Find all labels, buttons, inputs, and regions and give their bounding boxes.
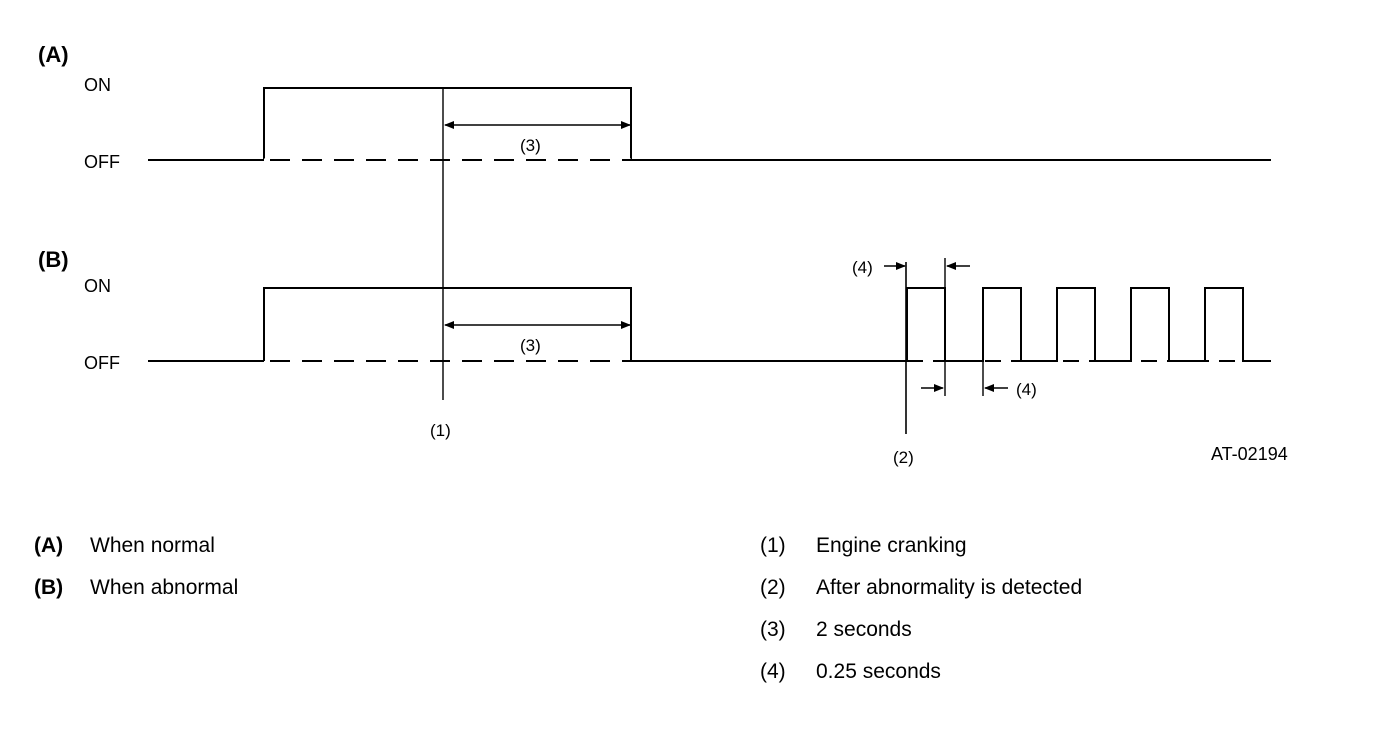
waveform-b-signal — [263, 287, 907, 362]
waveform-a-label: (A) — [38, 42, 69, 67]
waveform-a-off-label: OFF — [84, 152, 120, 172]
interval-3-label-b: (3) — [520, 336, 541, 355]
legend-key: (2) — [760, 576, 786, 599]
legend-text: When normal — [90, 534, 215, 557]
legend-item-2: (2) After abnormality is detected — [760, 576, 1082, 600]
interval-3-label-a: (3) — [520, 136, 541, 155]
waveform-a — [148, 87, 1271, 162]
waveform-b-pulse-train — [906, 287, 1271, 362]
waveform-b-on-label: ON — [84, 276, 111, 296]
marker-2-label: (2) — [893, 448, 914, 467]
interval-4-bottom-label: (4) — [1016, 380, 1037, 399]
legend-item-1: (1) Engine cranking — [760, 534, 967, 558]
legend-item-3: (3) 2 seconds — [760, 618, 912, 642]
legend-text: Engine cranking — [816, 534, 967, 557]
legend-key: (3) — [760, 618, 786, 641]
legend-key: (A) — [34, 534, 64, 557]
interval-4-top-label: (4) — [852, 258, 873, 277]
legend-text: 0.25 seconds — [816, 660, 941, 683]
legend-text: When abnormal — [90, 576, 239, 599]
legend-item-a: (A) When normal — [34, 534, 215, 558]
waveform-b — [148, 287, 1271, 362]
legend-item-b: (B) When abnormal — [34, 576, 238, 600]
legend-key: (4) — [760, 660, 786, 683]
legend-text: 2 seconds — [816, 618, 912, 641]
legend-key: (B) — [34, 576, 64, 599]
waveform-a-signal — [148, 87, 1271, 161]
legend-key: (1) — [760, 534, 786, 557]
waveform-b-label: (B) — [38, 247, 69, 272]
figure-code: AT-02194 — [1211, 444, 1288, 464]
legend-text: After abnormality is detected — [816, 576, 1083, 599]
marker-1-label: (1) — [430, 421, 451, 440]
waveform-a-on-label: ON — [84, 75, 111, 95]
waveform-b-off-label: OFF — [84, 353, 120, 373]
legend-item-4: (4) 0.25 seconds — [760, 660, 941, 684]
